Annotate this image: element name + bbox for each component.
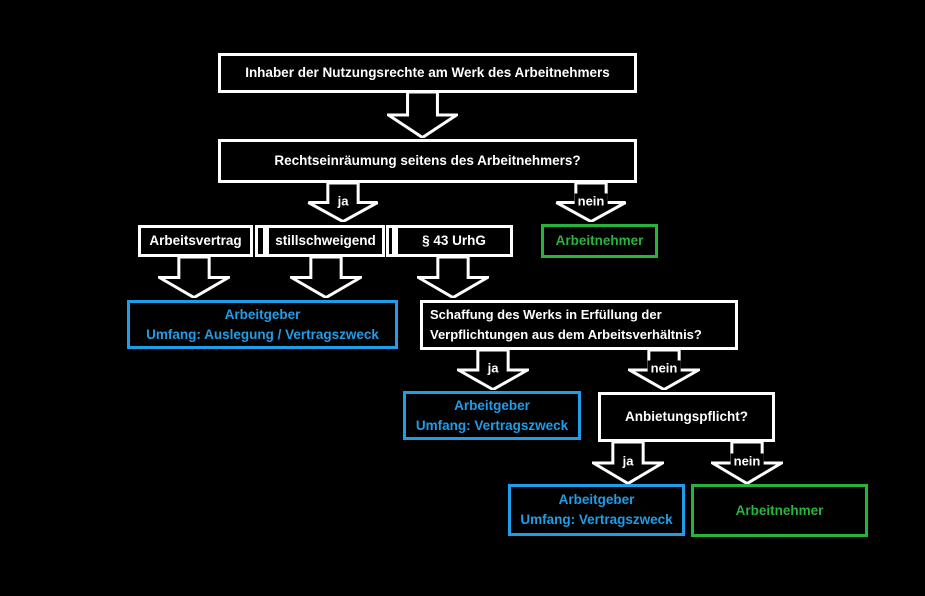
node-stillschweigend-label: stillschweigend	[275, 233, 376, 248]
node-43-urhg: § 43 UrhG	[395, 225, 513, 257]
down-arrow-stillschweigend-icon	[290, 257, 362, 298]
down-arrow-inhaber-to-frage-icon	[387, 92, 458, 138]
node-rechtseinraeumung-label: Rechtseinräumung seitens des Arbeitnehme…	[274, 153, 581, 168]
node-arbeitsvertrag: Arbeitsvertrag	[138, 225, 253, 257]
node-arbeitgeber-vertragszweck-2-subtitle: Umfang: Vertragszweck	[520, 512, 673, 527]
node-separator-2	[386, 225, 395, 257]
node-schaffung-line1: Schaffung des Werks in Erfüllung der	[430, 307, 662, 322]
node-arbeitgeber-auslegung-title: Arbeitgeber	[224, 306, 301, 322]
down-arrow-ja-3-icon: ja	[592, 442, 664, 484]
node-arbeitnehmer-1: Arbeitnehmer	[541, 224, 658, 258]
edge-label-ja-2: ja	[484, 360, 502, 376]
edge-label-ja-1: ja	[334, 193, 352, 209]
node-arbeitgeber-auslegung-subtitle: Umfang: Auslegung / Vertragszweck	[146, 326, 379, 342]
down-arrow-ja-2-icon: ja	[457, 350, 529, 390]
node-anbietungspflicht-label: Anbietungspflicht?	[625, 409, 748, 424]
node-43-urhg-label: § 43 UrhG	[422, 233, 486, 248]
node-arbeitnehmer-2-label: Arbeitnehmer	[735, 502, 824, 518]
down-arrow-urhg-icon	[417, 257, 489, 298]
node-arbeitgeber-vertragszweck-2: Arbeitgeber Umfang: Vertragszweck	[508, 484, 685, 536]
node-arbeitgeber-auslegung: Arbeitgeber Umfang: Auslegung / Vertrags…	[127, 300, 398, 349]
down-arrow-nein-2-icon: nein	[628, 350, 700, 390]
edge-label-nein-1: nein	[574, 193, 608, 209]
node-inhaber-label: Inhaber der Nutzungsrechte am Werk des A…	[245, 65, 610, 80]
node-arbeitnehmer-1-label: Arbeitnehmer	[555, 233, 644, 248]
down-arrow-ja-1-icon: ja	[307, 183, 379, 222]
edge-label-nein-2: nein	[647, 360, 681, 376]
node-anbietungspflicht-frage: Anbietungspflicht?	[598, 392, 775, 442]
node-arbeitgeber-vertragszweck-1-subtitle: Umfang: Vertragszweck	[415, 417, 569, 433]
edge-label-nein-3: nein	[730, 453, 764, 469]
node-schaffung-frage: Schaffung des Werks in Erfüllung der Ver…	[420, 300, 738, 350]
node-arbeitgeber-vertragszweck-2-title: Arbeitgeber	[558, 492, 635, 507]
node-arbeitgeber-vertragszweck-1-title: Arbeitgeber	[454, 397, 530, 413]
node-stillschweigend: stillschweigend	[266, 225, 385, 257]
edge-label-ja-3: ja	[619, 453, 637, 469]
node-arbeitsvertrag-label: Arbeitsvertrag	[149, 233, 242, 248]
node-separator-1	[255, 225, 266, 257]
down-arrow-nein-3-icon: nein	[711, 442, 783, 484]
node-schaffung-line2: Verpflichtungen aus dem Arbeitsverhältni…	[430, 327, 702, 342]
node-rechtseinraeumung-frage: Rechtseinräumung seitens des Arbeitnehme…	[218, 139, 637, 183]
node-arbeitnehmer-2: Arbeitnehmer	[691, 484, 868, 537]
down-arrow-nein-1-icon: nein	[555, 183, 627, 222]
down-arrow-arbeitsvertrag-icon	[158, 257, 230, 298]
node-arbeitgeber-vertragszweck-1: Arbeitgeber Umfang: Vertragszweck	[403, 391, 581, 440]
node-inhaber-nutzungsrechte: Inhaber der Nutzungsrechte am Werk des A…	[218, 53, 637, 93]
